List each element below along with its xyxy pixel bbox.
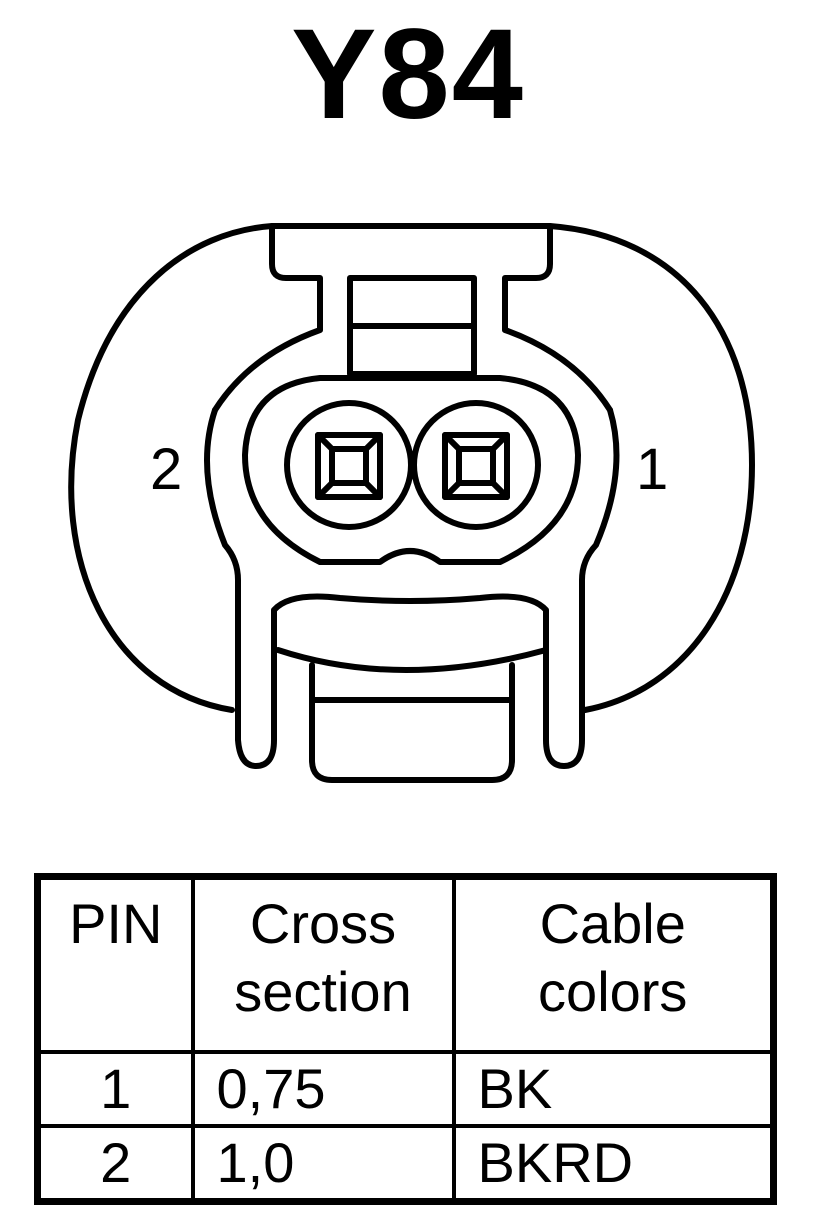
table-row: 1 0,75 BK bbox=[35, 1050, 776, 1128]
pin-1-terminal bbox=[442, 432, 510, 500]
cell-cable-color: BKRD bbox=[451, 1124, 776, 1204]
cell-pin: 1 bbox=[35, 1050, 195, 1128]
housing-outline bbox=[68, 223, 755, 713]
bottom-key bbox=[275, 647, 549, 673]
table-row: 2 1,0 BKRD bbox=[35, 1124, 776, 1204]
pin-1-ring bbox=[411, 400, 541, 530]
pin-number-label-2: 2 bbox=[150, 437, 183, 502]
cell-pin: 2 bbox=[35, 1124, 195, 1204]
pin-2-terminal bbox=[315, 432, 383, 500]
connector-title: Y84 bbox=[291, 3, 525, 146]
cell-cable-color: BK bbox=[451, 1050, 776, 1128]
latch-tab bbox=[212, 223, 323, 413]
cell-cross-section: 1,0 bbox=[190, 1124, 456, 1204]
cavity-outline bbox=[242, 375, 581, 565]
pin-2-ring bbox=[284, 400, 414, 530]
inner-body bbox=[204, 407, 620, 769]
header-pin: PIN bbox=[35, 874, 195, 1054]
connector-drawing bbox=[68, 223, 755, 783]
pin-number-label-1: 1 bbox=[636, 437, 669, 502]
cell-cross-section: 0,75 bbox=[190, 1050, 456, 1128]
